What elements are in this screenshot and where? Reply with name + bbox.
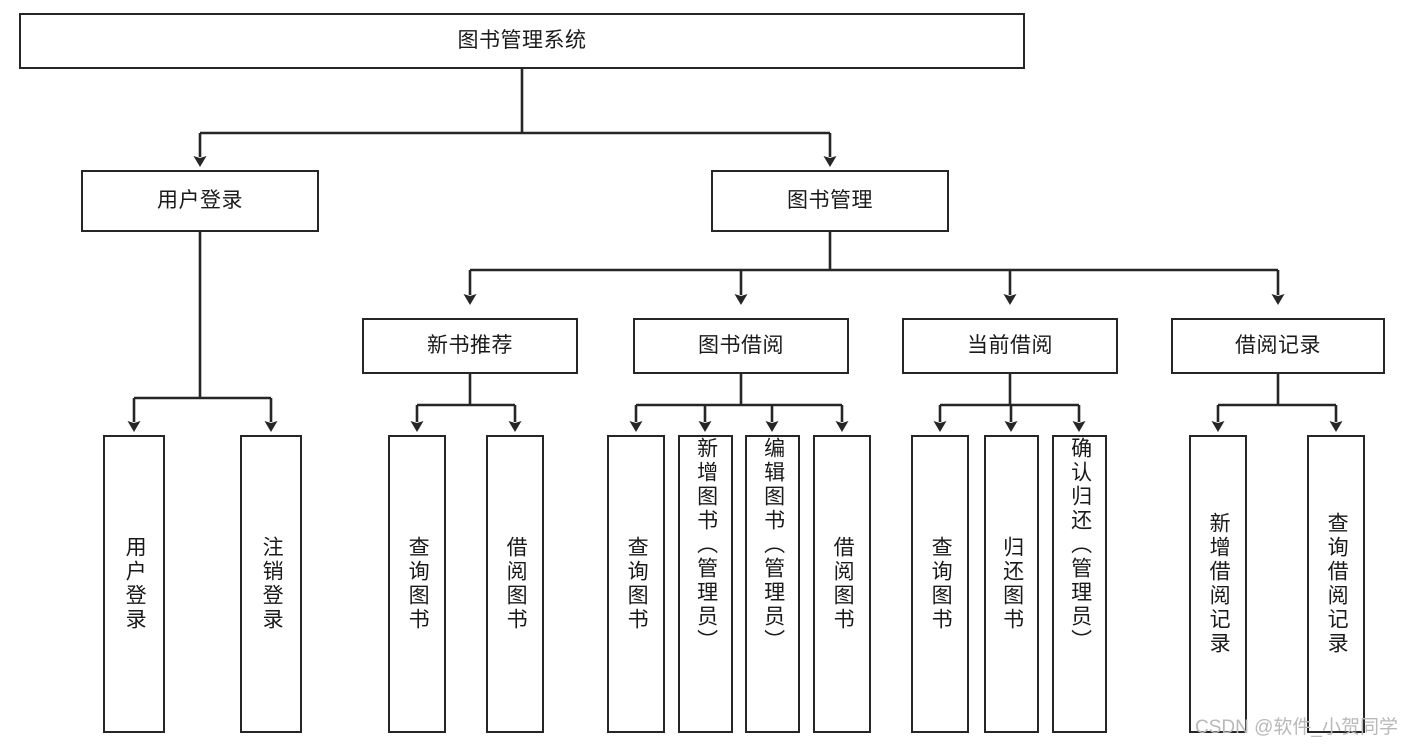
node-leaf-query-book-3[interactable]: 查询图书 [911,435,969,733]
node-book-borrow-label: 图书借阅 [698,333,784,357]
node-leaf-query-record[interactable]: 查询借阅记录 [1307,435,1365,733]
node-leaf-query-book-2-label: 查询图书 [625,536,649,632]
node-new-book-rec[interactable]: 新书推荐 [362,318,578,374]
node-borrow-record[interactable]: 借阅记录 [1171,318,1385,374]
node-leaf-edit-book[interactable]: 编辑图书（管理员） [745,435,800,733]
node-leaf-query-book-1[interactable]: 查询图书 [388,435,446,733]
node-leaf-borrow-book-2-label: 借阅图书 [831,536,855,632]
node-book-manage-label: 图书管理 [787,188,873,212]
node-leaf-return-book-label: 归还图书 [1000,536,1024,632]
node-leaf-logout[interactable]: 注销登录 [240,435,302,733]
node-book-borrow[interactable]: 图书借阅 [633,318,849,374]
node-leaf-query-record-label: 查询借阅记录 [1325,512,1349,656]
node-current-borrow-label: 当前借阅 [967,333,1053,357]
node-leaf-add-book[interactable]: 新增图书（管理员） [678,435,733,733]
node-borrow-record-label: 借阅记录 [1235,333,1321,357]
node-leaf-user-login-label: 用户登录 [123,536,147,632]
node-root-label: 图书管理系统 [457,28,587,52]
node-new-book-rec-label: 新书推荐 [427,333,513,357]
node-leaf-query-book-3-label: 查询图书 [929,536,953,632]
node-leaf-add-record-label: 新增借阅记录 [1207,512,1231,656]
node-leaf-borrow-book-1-label: 借阅图书 [504,536,528,632]
node-user-login[interactable]: 用户登录 [81,170,319,232]
node-leaf-query-book-1-label: 查询图书 [406,536,430,632]
node-leaf-query-book-2[interactable]: 查询图书 [607,435,665,733]
csdn-watermark: CSDN @软件_小贺同学 [1195,717,1398,738]
node-current-borrow[interactable]: 当前借阅 [902,318,1118,374]
node-root[interactable]: 图书管理系统 [19,13,1025,69]
node-leaf-borrow-book-1[interactable]: 借阅图书 [486,435,544,733]
node-leaf-confirm-return-label: 确认归还（管理员） [1068,437,1092,653]
node-leaf-confirm-return[interactable]: 确认归还（管理员） [1052,435,1107,733]
node-user-login-label: 用户登录 [157,188,243,212]
node-book-manage[interactable]: 图书管理 [711,170,949,232]
node-leaf-return-book[interactable]: 归还图书 [984,435,1039,733]
node-leaf-borrow-book-2[interactable]: 借阅图书 [813,435,871,733]
node-leaf-user-login[interactable]: 用户登录 [103,435,165,733]
node-leaf-add-record[interactable]: 新增借阅记录 [1189,435,1247,733]
node-leaf-add-book-label: 新增图书（管理员） [694,437,718,653]
node-leaf-edit-book-label: 编辑图书（管理员） [761,437,785,653]
node-leaf-logout-label: 注销登录 [260,536,284,632]
